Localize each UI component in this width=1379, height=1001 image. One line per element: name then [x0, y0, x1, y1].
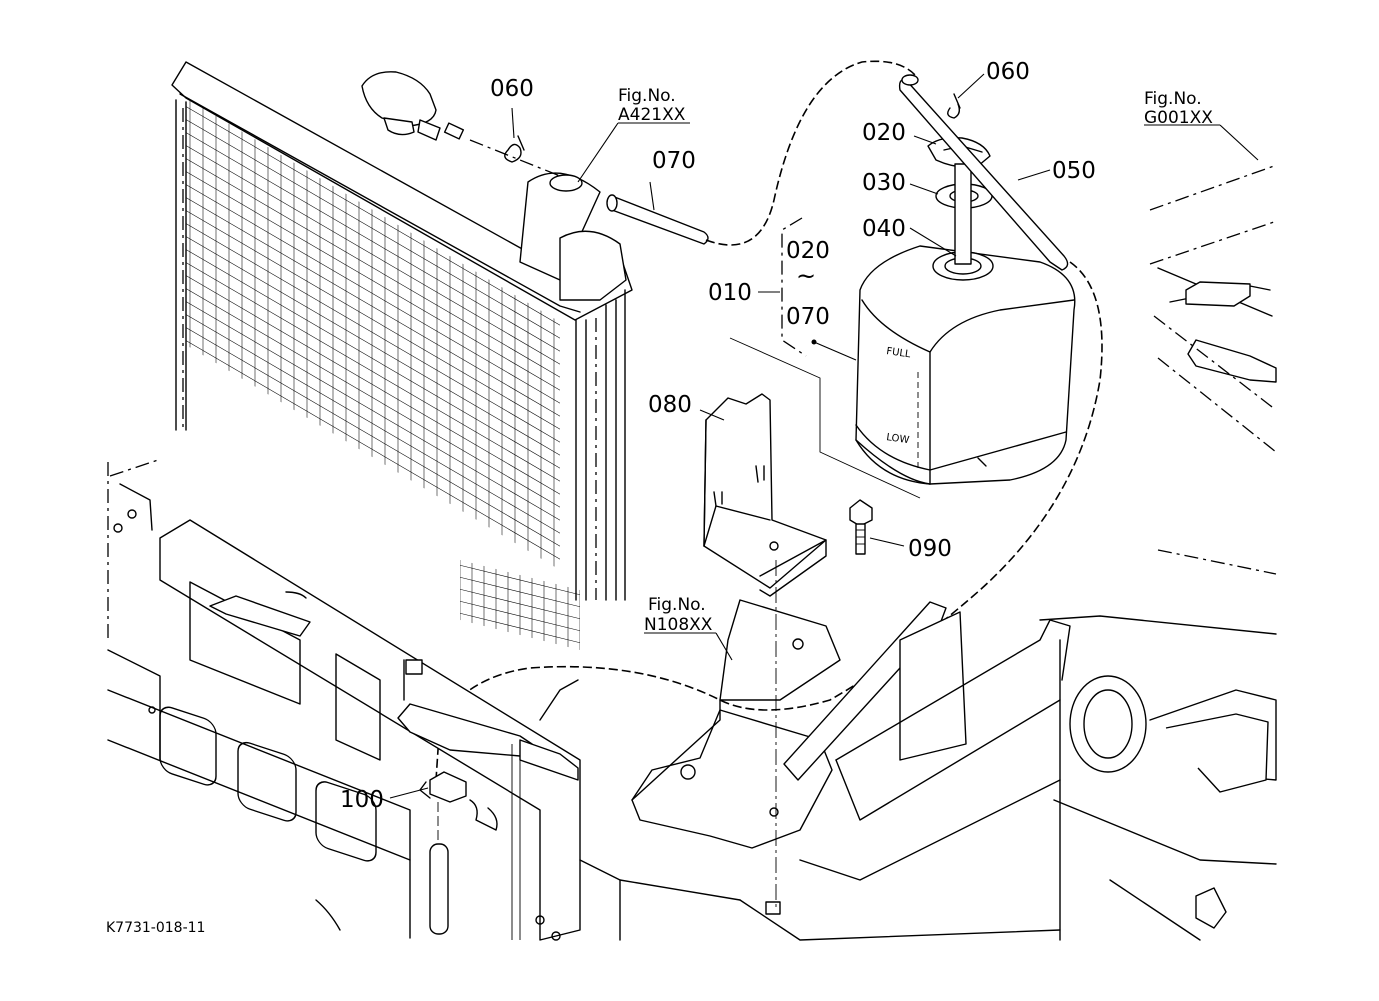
suction-tube-040: [954, 163, 972, 265]
bolt-090: [849, 499, 873, 555]
vehicle-frame-left: [107, 459, 621, 941]
leader-lines: [389, 73, 1259, 799]
callout-labels: 060 Fig.No. A421XX 070 060 020 030 040 0…: [106, 59, 1213, 936]
callout-010: 010: [708, 280, 752, 306]
range-symbol: ~: [796, 262, 816, 290]
callout-030: 030: [862, 170, 906, 196]
hose-070: [606, 194, 709, 245]
callout-070: 070: [652, 148, 696, 174]
overflow-pipe-050: [898, 74, 1069, 271]
vehicle-frame-right: [1039, 165, 1277, 941]
reserve-tank: FULL LOW: [855, 245, 1076, 485]
overflow-hose-line: [705, 60, 917, 246]
callout-020-range-from: 020: [786, 238, 830, 264]
reserve-tank-drain-hose-line: [435, 261, 1103, 781]
callout-080: 080: [648, 392, 692, 418]
radiator-core-mesh: [186, 98, 560, 570]
callout-070-range-to: 070: [786, 304, 830, 330]
callout-020: 020: [862, 120, 906, 146]
callout-060-right: 060: [986, 59, 1030, 85]
callout-090: 090: [908, 536, 952, 562]
hose-clip-060-right: [947, 93, 961, 119]
fig-ref-n108-line1: Fig.No.: [648, 595, 706, 615]
floor-frame-center: [619, 560, 1071, 941]
fig-ref-g001-line1: Fig.No.: [1144, 89, 1202, 109]
callout-060-left: 060: [490, 76, 534, 102]
callout-100: 100: [340, 787, 384, 813]
fig-ref-a421-line2: A421XX: [618, 105, 686, 125]
radiator-cap: [361, 71, 465, 141]
fig-ref-a421-line1: Fig.No.: [618, 86, 676, 106]
figure-code: K7731-018-11: [106, 920, 205, 936]
tank-full-mark: FULL: [886, 346, 912, 360]
fig-ref-g001-line2: G001XX: [1144, 108, 1213, 128]
callout-040: 040: [862, 216, 906, 242]
fig-ref-n108-line2: N108XX: [644, 615, 713, 635]
assembly-bracket-010: [758, 217, 857, 361]
callout-050: 050: [1052, 158, 1096, 184]
tank-low-mark: LOW: [886, 432, 910, 446]
hose-clamp-100: [419, 771, 467, 935]
hose-clip-060-left: [504, 135, 525, 163]
tank-bracket-080: [703, 337, 921, 597]
